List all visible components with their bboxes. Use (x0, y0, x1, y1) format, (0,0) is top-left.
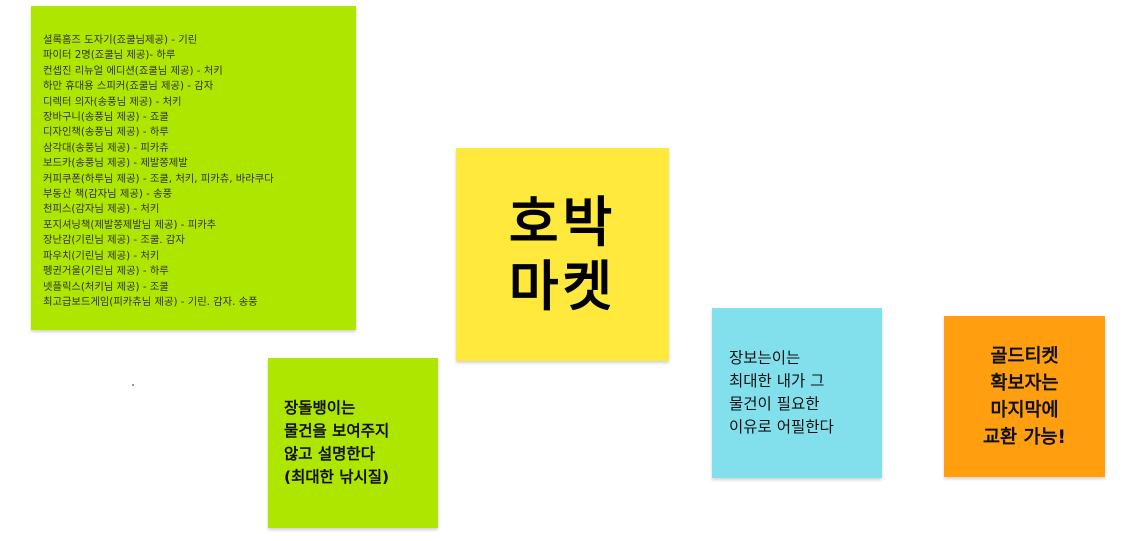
note-text-line: 장돌뱅이는 (284, 399, 356, 417)
note-text-line: 물건을 보여주지 (284, 422, 390, 440)
note-text-line: 않고 설명한다 (284, 445, 375, 463)
note-text-line: 장보는이는 (729, 349, 801, 367)
title-line-1: 호박 (508, 190, 617, 254)
note-text-line: (최대한 낚시질) (284, 468, 390, 486)
note-text-line: 교환 가능! (983, 426, 1066, 448)
sticky-note-gold-ticket-rule[interactable]: 골드티켓 확보자는 마지막에 교환 가능! (944, 316, 1105, 477)
note-text-line: 최대한 내가 그 (729, 372, 825, 390)
list-item: 셜록홈즈 도자기(죠쿨님제공) - 기린 (43, 34, 198, 46)
list-item: 포지셔닝책(제발쫑제발님 제공) - 피카추 (43, 218, 217, 231)
list-item: 하만 휴대용 스피커(죠쿨님 제공) - 감자 (43, 80, 214, 93)
canvas-dot-mark (132, 384, 134, 386)
list-item: 장바구니(송풍님 제공) - 죠쿨 (43, 111, 169, 124)
sticky-note-item-list[interactable]: 셜록홈즈 도자기(죠쿨님제공) - 기린 파이터 2명(죠쿨님 제공)- 하루 … (31, 6, 356, 330)
list-item: 펭귄거울(기린님 제공) - 하루 (43, 265, 169, 278)
title-line-2: 마켓 (508, 254, 617, 318)
list-item: 컨셉진 리뉴얼 에디션(죠쿨님 제공) - 처키 (43, 64, 223, 77)
list-item: 커피쿠폰(하루님 제공) - 조쿨, 처키, 피카츄, 바라쿠다 (43, 172, 274, 185)
list-item: 보드카(송풍님 제공) - 제발쫑제발 (43, 157, 188, 170)
list-item: 최고급보드게임(피카츄님 제공) - 기린. 감자. 송풍 (43, 295, 258, 308)
list-item: 파이터 2명(죠쿨님 제공)- 하루 (43, 49, 176, 62)
item-list: 셜록홈즈 도자기(죠쿨님제공) - 기린 파이터 2명(죠쿨님 제공)- 하루 … (43, 33, 342, 310)
note-text-line: 마지막에 (990, 399, 1059, 421)
list-item: 삼각대(송풍님 제공) - 피카츄 (43, 141, 169, 154)
list-item: 디자인책(송풍님 제공) - 하루 (43, 126, 169, 139)
sticky-note-seller-rule[interactable]: 장돌뱅이는 물건을 보여주지 않고 설명한다 (최대한 낚시질) (268, 358, 438, 528)
note-text-line: 골드티켓 (990, 345, 1059, 367)
list-item: 파우치(기린님 제공) - 처키 (43, 249, 160, 262)
note-text-line: 이유로 어필한다 (729, 418, 834, 436)
list-item: 장난감(기린님 제공) - 조쿨. 감자 (43, 234, 185, 247)
note-text-line: 확보자는 (990, 372, 1059, 394)
list-item: 디렉터 의자(송풍님 제공) - 처키 (43, 95, 182, 108)
sticky-note-title[interactable]: 호박 마켓 (456, 148, 669, 361)
list-item: 부동산 책(감자님 제공) - 송풍 (43, 188, 173, 201)
sticky-note-buyer-rule[interactable]: 장보는이는 최대한 내가 그 물건이 필요한 이유로 어필한다 (712, 308, 882, 478)
list-item: 넷플릭스(처키님 제공) - 조쿨 (43, 280, 169, 293)
list-item: 천피스(감자님 제공) - 처키 (43, 203, 160, 216)
note-text-line: 물건이 필요한 (729, 395, 820, 413)
